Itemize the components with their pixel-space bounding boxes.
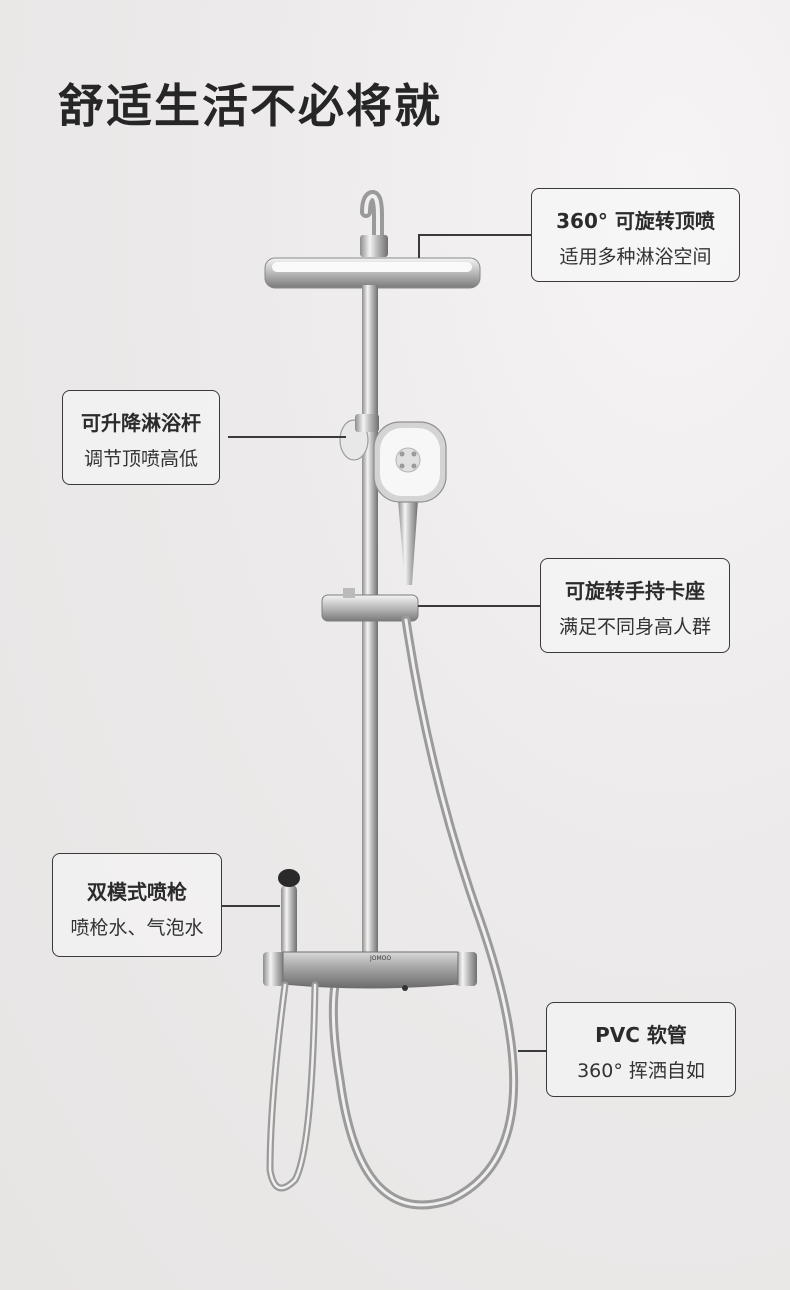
callout-spray-gun: 双模式喷枪 喷枪水、气泡水 — [52, 853, 222, 957]
callout-head: 双模式喷枪 — [87, 880, 187, 904]
thermostatic-mixer: JOMOO — [263, 951, 477, 991]
shower-hose — [328, 615, 519, 1210]
callout-sub: 适用多种淋浴空间 — [559, 246, 712, 268]
callout-rotating-holder: 可旋转手持卡座 满足不同身高人群 — [540, 558, 730, 653]
callout-head: 可升降淋浴杆 — [81, 411, 201, 435]
callout-head: 360° 可旋转顶喷 — [556, 209, 715, 233]
callout-rotating-top-shower: 360° 可旋转顶喷 适用多种淋浴空间 — [531, 188, 740, 282]
callout-pvc-hose: PVC 软管 360° 挥洒自如 — [546, 1002, 736, 1097]
rod-bracket — [339, 414, 379, 461]
page-title: 舒适生活不必将就 — [58, 79, 442, 133]
callout-sub: 满足不同身高人群 — [558, 616, 711, 638]
leader-top — [418, 234, 531, 236]
brand-logo: JOMOO — [369, 955, 391, 962]
rain-shower-head — [264, 257, 481, 289]
leader-hose — [518, 1050, 546, 1052]
callout-lift-rod: 可升降淋浴杆 调节顶喷高低 — [62, 390, 220, 485]
callout-sub: 调节顶喷高低 — [83, 448, 198, 470]
spray-gun — [278, 869, 300, 955]
hand-shower — [373, 421, 447, 585]
spray-gun-hose — [266, 981, 319, 1192]
callout-head: 可旋转手持卡座 — [565, 579, 705, 603]
leader-lift — [228, 436, 346, 438]
callout-head: PVC 软管 — [595, 1023, 687, 1047]
callout-sub: 360° 挥洒自如 — [577, 1060, 705, 1082]
hand-shower-holder — [321, 588, 419, 622]
leader-holder — [418, 605, 540, 607]
callout-sub: 喷枪水、气泡水 — [70, 917, 204, 939]
leader-gun — [222, 905, 280, 907]
leader-top-vertical — [418, 234, 420, 258]
top-arm — [360, 190, 388, 257]
